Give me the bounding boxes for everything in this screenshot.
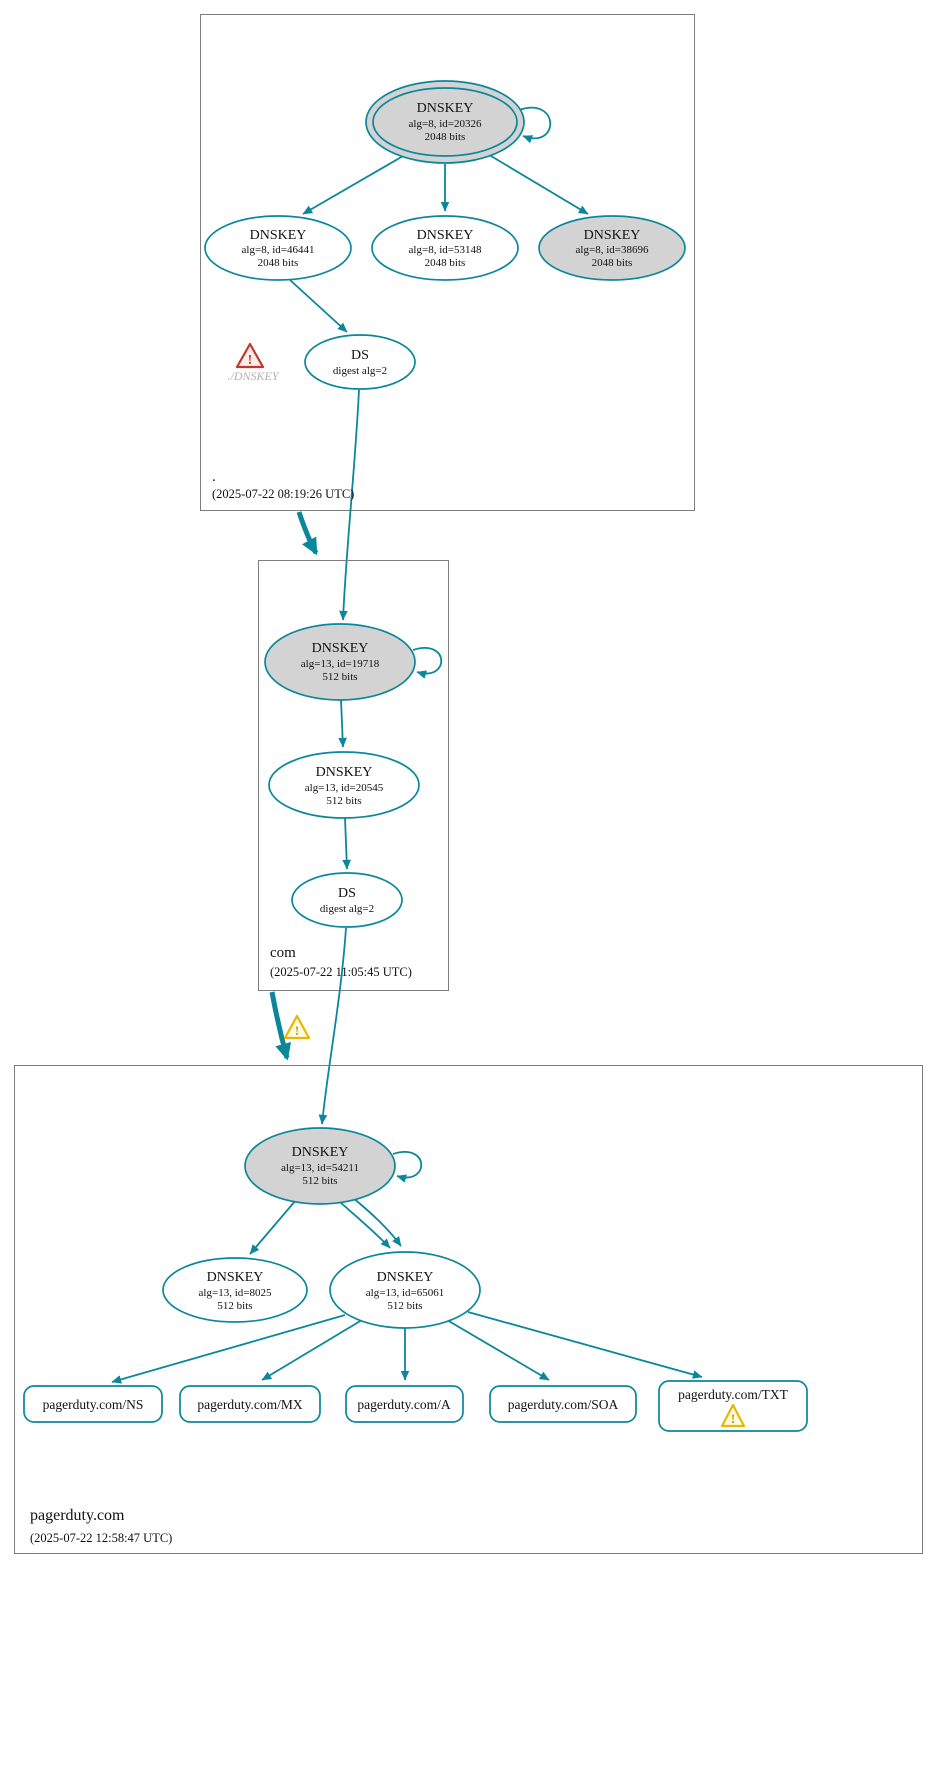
pagerduty-ksk-to-zsk65061-edge-2 xyxy=(351,1196,402,1247)
com-zsk-bits: 512 bits xyxy=(326,795,361,807)
rrset-ns[interactable]: pagerduty.com/NS xyxy=(23,1385,163,1423)
com-to-pagerduty-delegation-arrow xyxy=(269,991,292,1061)
root-zone-name: . xyxy=(212,469,216,485)
root-zsk46441-alg: alg=8, id=46441 xyxy=(242,244,315,256)
com-zone-box xyxy=(258,560,449,991)
com-zsk-alg: alg=13, id=20545 xyxy=(305,782,384,794)
root-ds-digest: digest alg=2 xyxy=(333,365,387,377)
com-ksk-title: DNSKEY xyxy=(312,641,369,656)
zsk65061-to-mx-edge xyxy=(261,1319,363,1381)
pagerduty-zsk8025-alg: alg=13, id=8025 xyxy=(199,1287,272,1299)
pagerduty-ksk-selfsign-edge xyxy=(392,1151,423,1183)
warning-icon-glyph: ! xyxy=(731,1411,735,1426)
root-zsk46441-title: DNSKEY xyxy=(250,228,307,243)
root-ksk38696-title: DNSKEY xyxy=(584,228,641,243)
com-zone-name: com xyxy=(270,945,296,961)
rrset-mx-label: pagerduty.com/MX xyxy=(197,1397,302,1412)
warning-icon-glyph: ! xyxy=(295,1023,299,1038)
pagerduty-zone-timestamp: (2025-07-22 12:58:47 UTC) xyxy=(30,1531,172,1545)
com-zsk-to-ds-edge xyxy=(342,817,351,870)
com-ksk-alg: alg=13, id=19718 xyxy=(301,658,380,670)
rrset-txt-label: pagerduty.com/TXT xyxy=(678,1387,788,1402)
error-icon-glyph: ! xyxy=(248,353,253,368)
root-zsk53148-alg: alg=8, id=53148 xyxy=(409,244,482,256)
root-zsk46441-node[interactable]: DNSKEY alg=8, id=46441 2048 bits xyxy=(204,215,352,281)
com-ds-title: DS xyxy=(338,886,356,901)
warning-icon xyxy=(283,1014,311,1040)
root-ksk-alg: alg=8, id=20326 xyxy=(409,118,482,130)
com-ds-digest: digest alg=2 xyxy=(320,903,374,915)
com-zone-timestamp: (2025-07-22 11:05:45 UTC) xyxy=(270,965,412,979)
root-ksk-to-zsk46441-edge xyxy=(302,151,411,215)
error-icon xyxy=(235,342,265,369)
root-ksk-to-ksk38696-edge xyxy=(480,149,589,215)
pagerduty-zsk65061-alg: alg=13, id=65061 xyxy=(366,1287,444,1299)
zsk65061-to-ns-edge xyxy=(111,1314,346,1384)
root-ksk-bits: 2048 bits xyxy=(425,131,466,143)
com-zsk-title: DNSKEY xyxy=(316,765,373,780)
root-ds-title: DS xyxy=(351,348,369,363)
warning-icon xyxy=(720,1403,746,1428)
root-ksk38696-node[interactable]: DNSKEY alg=8, id=38696 2048 bits xyxy=(538,215,686,281)
delegation-warning[interactable]: ! xyxy=(283,1014,311,1040)
root-ksk38696-bits: 2048 bits xyxy=(592,257,633,269)
rrset-mx[interactable]: pagerduty.com/MX xyxy=(179,1385,321,1423)
com-zsk-node[interactable]: DNSKEY alg=13, id=20545 512 bits xyxy=(268,751,420,819)
root-zone-timestamp: (2025-07-22 08:19:26 UTC) xyxy=(212,487,354,501)
root-error-label: ./DNSKEY xyxy=(227,369,279,383)
root-dnskey-error[interactable]: ! ./DNSKEY xyxy=(227,342,280,383)
root-ksk-selfsign-edge xyxy=(518,106,552,144)
pagerduty-ksk-alg: alg=13, id=54211 xyxy=(281,1162,359,1174)
rrset-a[interactable]: pagerduty.com/A xyxy=(345,1385,464,1423)
pagerduty-ksk-to-zsk65061-edge-1 xyxy=(339,1201,391,1249)
pagerduty-zsk65061-bits: 512 bits xyxy=(387,1300,422,1312)
zsk65061-to-soa-edge xyxy=(446,1319,550,1381)
pagerduty-ksk-bits: 512 bits xyxy=(302,1175,337,1187)
rrset-txt[interactable]: pagerduty.com/TXT ! xyxy=(658,1380,808,1432)
rrset-soa-label: pagerduty.com/SOA xyxy=(508,1397,619,1412)
pagerduty-ksk-to-zsk8025-edge xyxy=(249,1199,297,1255)
com-ksk-to-zsk-edge xyxy=(338,699,347,748)
root-ds-to-com-ksk-edge xyxy=(339,389,360,621)
pagerduty-zone-box xyxy=(14,1065,923,1554)
root-zsk53148-title: DNSKEY xyxy=(417,228,474,243)
pagerduty-zsk8025-title: DNSKEY xyxy=(207,1270,264,1285)
zsk65061-to-txt-edge xyxy=(467,1311,703,1379)
com-ksk-bits: 512 bits xyxy=(322,671,357,683)
root-zsk53148-bits: 2048 bits xyxy=(425,257,466,269)
pagerduty-zsk8025-bits: 512 bits xyxy=(217,1300,252,1312)
root-zsk46441-bits: 2048 bits xyxy=(258,257,299,269)
root-ksk-title: DNSKEY xyxy=(417,101,474,116)
rrset-soa[interactable]: pagerduty.com/SOA xyxy=(489,1385,637,1423)
pagerduty-zsk65061-title: DNSKEY xyxy=(377,1270,434,1285)
root-ksk-node[interactable]: DNSKEY alg=8, id=20326 2048 bits xyxy=(365,80,525,164)
com-ksk-node[interactable]: DNSKEY alg=13, id=19718 512 bits xyxy=(264,623,416,701)
com-ds-node[interactable]: DS digest alg=2 xyxy=(291,872,403,928)
com-ds-to-pagerduty-ksk-edge xyxy=(318,927,347,1125)
pagerduty-ksk-node[interactable]: DNSKEY alg=13, id=54211 512 bits xyxy=(244,1127,396,1205)
rrset-ns-label: pagerduty.com/NS xyxy=(43,1397,144,1412)
root-zone-box xyxy=(200,14,695,511)
pagerduty-zsk8025-node[interactable]: DNSKEY alg=13, id=8025 512 bits xyxy=(162,1257,308,1323)
pagerduty-zone-name: pagerduty.com xyxy=(30,1507,125,1524)
pagerduty-ksk-title: DNSKEY xyxy=(292,1145,349,1160)
com-ksk-selfsign-edge xyxy=(412,647,443,679)
root-ds-node[interactable]: DS digest alg=2 xyxy=(304,334,416,390)
root-to-com-delegation-arrow xyxy=(296,511,319,556)
root-zsk53148-node[interactable]: DNSKEY alg=8, id=53148 2048 bits xyxy=(371,215,519,281)
root-ksk38696-alg: alg=8, id=38696 xyxy=(576,244,649,256)
rrset-a-label: pagerduty.com/A xyxy=(357,1397,450,1412)
root-zsk-to-ds-edge xyxy=(289,279,348,333)
pagerduty-zsk65061-node[interactable]: DNSKEY alg=13, id=65061 512 bits xyxy=(329,1251,481,1329)
